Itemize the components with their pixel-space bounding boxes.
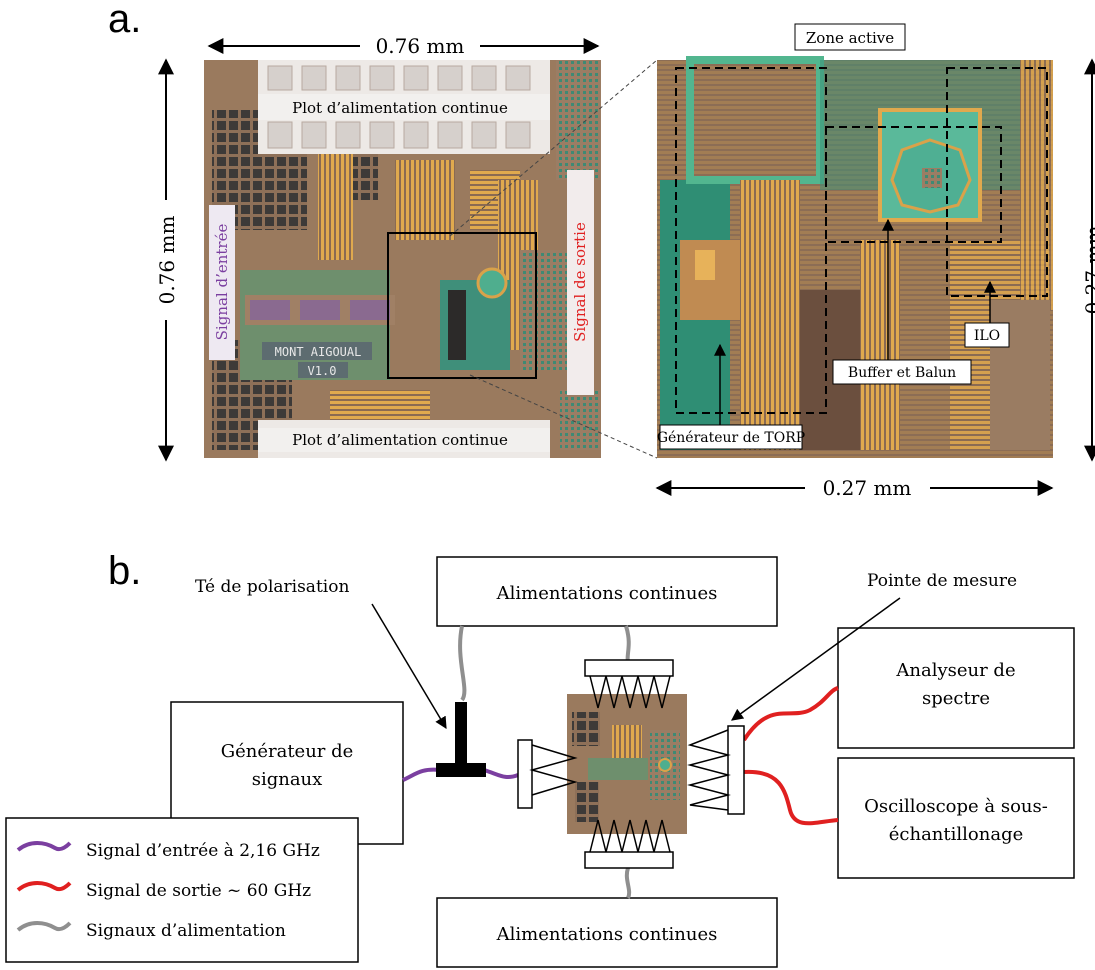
bias-tee [436,702,486,777]
oscilloscope-line2: échantillonage [889,824,1024,845]
zoom-height-label: 0.27 mm [1081,226,1095,315]
dc-cable-top [458,625,467,702]
buffer-label: Buffer et Balun [848,365,956,381]
dc-supply-bottom-box [436,897,778,968]
spectrum-analyzer-line1: Analyseur de [895,660,1015,681]
zoom-title: Zone active [806,29,894,47]
panel-b-label: b. [108,549,141,593]
input-signal-label: Signal d’entrée [213,224,231,341]
die-height-label: 0.76 mm [155,216,179,305]
die-width-label: 0.76 mm [376,34,465,58]
output-signal-label: Signal de sortie [571,222,589,342]
ilo-label: ILO [974,328,1000,344]
bias-tee-pointer [371,603,447,730]
legend-input-label: Signal d’entrée à 2,16 GHz [86,841,320,861]
legend-output-swatch [16,881,72,892]
legend-power-swatch [16,921,72,932]
dc-supply-top-box [436,556,778,627]
pad-bottom-label: Plot d’alimentation continue [292,431,508,449]
panel-a-label: a. [108,0,141,41]
bias-tee-label: Té de polarisation [195,577,349,597]
legend-output-label: Signal de sortie ~ 60 GHz [86,881,311,901]
chip-logo-text: MONT AIGOUAL [275,345,362,359]
die-micrograph: MONT AIGOUAL V1.0 Plot d’alimentation co… [204,60,601,458]
torp-label: Générateur de TORP [657,430,805,446]
legend-power-label: Signaux d’alimentation [86,921,286,941]
oscilloscope-box [837,757,1075,879]
signal-generator-line1: Générateur de [221,741,354,762]
spectrum-analyzer-box [837,627,1075,749]
input-cable [402,767,519,782]
legend: Signal d’entrée à 2,16 GHz Signal de sor… [5,817,359,963]
zoom-region-box [387,232,537,379]
legend-input-swatch [16,841,72,852]
zoom-micrograph [657,56,1053,458]
signal-generator-line2: signaux [252,769,323,790]
dc-supply-bottom-label: Alimentations continues [496,924,718,945]
output-cable-analyzer [742,686,839,742]
dc-cable-probe-bottom [624,867,632,899]
ilo-block-outline [946,67,1048,297]
chip-logo-version: V1.0 [308,364,337,378]
pad-top-label: Plot d’alimentation continue [292,99,508,117]
oscilloscope-line1: Oscilloscope à sous- [864,796,1048,817]
spectrum-analyzer-line2: spectre [922,688,990,709]
probe-pointer [731,597,901,721]
dc-cable-probe-top [624,625,631,663]
buffer-block-outline [825,126,1002,243]
output-cable-scope [743,769,839,826]
probe-station [517,659,745,869]
dc-supply-top-label: Alimentations continues [496,583,718,604]
zoom-title-box [794,23,906,51]
probe-label: Pointe de mesure [867,571,1017,591]
zoom-width-label: 0.27 mm [823,476,912,500]
